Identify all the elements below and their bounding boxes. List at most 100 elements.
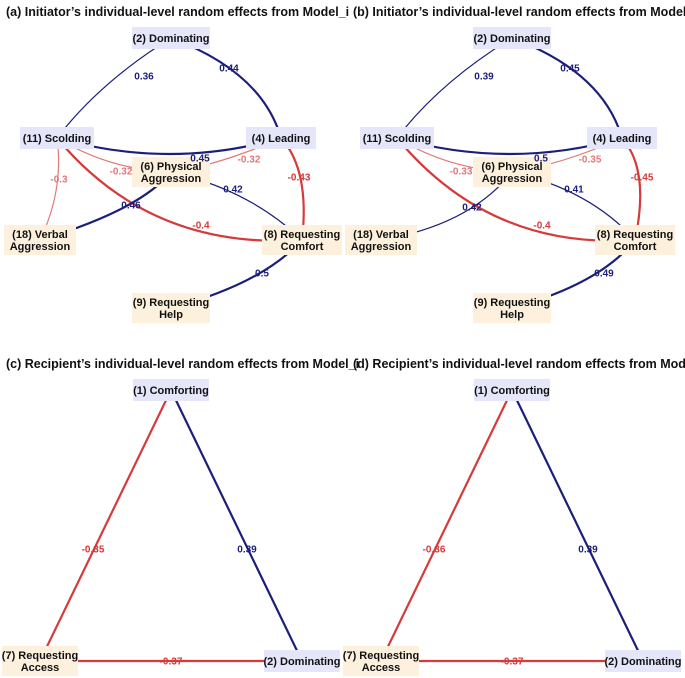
node-box: [132, 293, 210, 323]
panel-d-title: (d) Recipient’s individual-level random …: [353, 357, 685, 371]
node-label: (8) Requesting: [264, 229, 340, 241]
edge-label-b-n18-n6: 0.42: [462, 203, 482, 214]
node-box: [474, 379, 550, 401]
node-label: (8) Requesting: [597, 229, 673, 241]
edge-b-n4-n8: [620, 136, 642, 242]
panel-c: (c) Recipient’s individual-level random …: [2, 357, 359, 676]
panel-a: (a) Initiator’s individual-level random …: [4, 5, 349, 323]
panel-a-edge-labels: 0.360.440.45-0.3-0.32-0.4-0.32-0.430.420…: [50, 64, 310, 280]
edge-label-b-n11-n6: -0.33: [450, 167, 473, 178]
edge-label-d-n1-n7: -0.36: [423, 545, 446, 556]
edge-label-a-n2-n4: 0.44: [219, 64, 239, 75]
edge-label-a-n2-n11: 0.36: [134, 72, 154, 83]
node-b-n4: (4) Leading: [587, 127, 657, 149]
node-box: [587, 127, 657, 149]
edge-label-c-n1-n2: 0.39: [237, 545, 257, 556]
edge-label-b-n4-n8: -0.45: [631, 173, 654, 184]
panel-d: (d) Recipient’s individual-level random …: [343, 357, 685, 676]
node-label: (11) Scolding: [23, 133, 91, 145]
edge-label-a-n18-n6: 0.46: [121, 201, 141, 212]
node-label: (7) Requesting: [2, 650, 78, 662]
edge-d-n1-n7: [379, 388, 514, 663]
node-a-n4: (4) Leading: [246, 127, 316, 149]
node-label: (18) Verbal: [353, 229, 409, 241]
node-a-n2: (2) Dominating: [132, 27, 210, 49]
edge-label-c-n1-n7: -0.35: [82, 545, 105, 556]
edge-label-b-n11-n8: -0.4: [533, 221, 551, 232]
node-box: [262, 225, 342, 255]
node-box: [132, 27, 210, 49]
node-label: (2) Dominating: [133, 33, 210, 45]
edge-label-b-n2-n4: 0.45: [560, 64, 580, 75]
edge-label-b-n11-n4: 0.5: [534, 154, 548, 165]
edge-a-n2-n4: [169, 36, 283, 140]
panel-d-edges: [379, 388, 645, 663]
panel-c-edge-labels: -0.35 0.39 -0.37: [82, 545, 258, 668]
node-box: [473, 157, 551, 187]
node-label: (2) Dominating: [474, 33, 551, 45]
panel-b-title: (b) Initiator’s individual-level random …: [353, 5, 685, 19]
node-box: [473, 293, 551, 323]
node-box: [4, 225, 76, 255]
node-label: Aggression: [141, 173, 202, 185]
node-label: (6) Physical: [481, 161, 542, 173]
node-box: [473, 27, 551, 49]
node-box: [345, 225, 417, 255]
edge-label-a-n11-n6: -0.32: [110, 167, 133, 178]
node-label: Help: [500, 309, 524, 321]
panel-b: (b) Initiator’s individual-level random …: [345, 5, 685, 323]
edge-label-a-n4-n8: -0.43: [288, 173, 311, 184]
node-a-n11: (11) Scolding: [20, 127, 94, 149]
node-label: (7) Requesting: [343, 650, 419, 662]
node-label: (9) Requesting: [133, 297, 209, 309]
node-box: [360, 127, 434, 149]
panel-b-nodes: (2) Dominating (11) Scolding (4) Leading (6…: [345, 27, 675, 323]
node-box: [132, 157, 210, 187]
edge-c-n1-n7: [38, 388, 173, 663]
edge-label-b-n4-n6: -0.35: [579, 155, 602, 166]
node-box: [20, 127, 94, 149]
edge-label-d-n7-n2: -0.37: [501, 657, 524, 668]
node-label: (6) Physical: [140, 161, 201, 173]
node-label: (9) Requesting: [474, 297, 550, 309]
edge-b-n2-n11: [396, 37, 513, 139]
node-box: [343, 646, 419, 676]
edge-a-n11-n18: [39, 137, 60, 241]
node-label: Access: [21, 662, 60, 674]
panel-b-edge-labels: 0.390.450.5-0.33-0.4-0.35-0.450.410.420.…: [450, 64, 654, 280]
node-label: Aggression: [10, 241, 71, 253]
edge-label-c-n7-n2: -0.37: [160, 657, 183, 668]
node-box: [133, 379, 209, 401]
node-label: (2) Dominating: [605, 656, 682, 668]
edge-a-n2-n11: [56, 37, 172, 139]
edge-label-a-n11-n4: 0.45: [190, 154, 210, 165]
node-box: [2, 646, 78, 676]
panel-c-title: (c) Recipient’s individual-level random …: [6, 357, 359, 371]
edge-label-a-n6-n8: 0.42: [223, 185, 243, 196]
edge-label-b-n6-n8: 0.41: [564, 185, 584, 196]
node-label: Comfort: [281, 241, 324, 253]
node-label: (2) Dominating: [264, 656, 341, 668]
node-box: [595, 225, 675, 255]
panel-c-edges: [38, 388, 304, 663]
edge-label-b-n2-n11: 0.39: [474, 72, 494, 83]
node-label: Aggression: [482, 173, 543, 185]
node-label: Comfort: [614, 241, 657, 253]
edge-c-n1-n2: [169, 388, 304, 663]
node-label: (11) Scolding: [363, 133, 431, 145]
node-c-n2: (2) Dominating: [264, 650, 341, 672]
node-label: Access: [362, 662, 401, 674]
node-label: Aggression: [351, 241, 412, 253]
node-label: (4) Leading: [593, 133, 652, 145]
edge-label-d-n1-n2: 0.39: [578, 545, 598, 556]
